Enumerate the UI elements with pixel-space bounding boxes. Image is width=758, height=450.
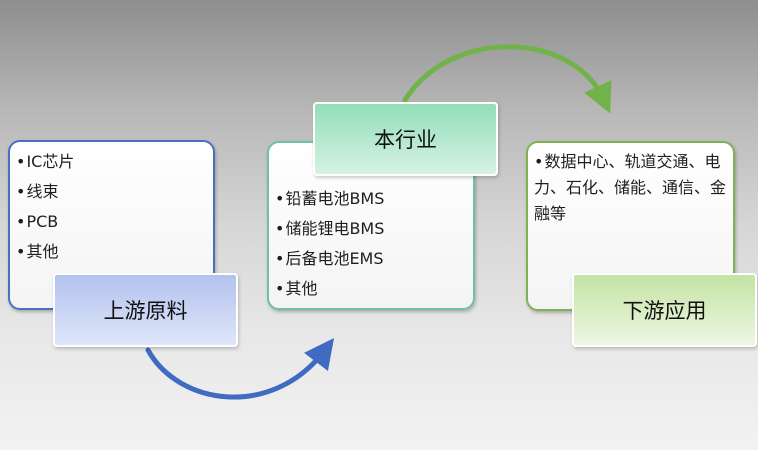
midstream-card: 铅蓄电池BMS 储能锂电BMS 后备电池EMS 其他 <box>267 141 475 310</box>
downstream-description: 数据中心、轨道交通、电力、石化、储能、通信、金融等 <box>534 149 729 227</box>
upstream-title: 上游原料 <box>53 273 238 347</box>
arrow-upstream-to-midstream <box>145 338 335 400</box>
list-item: 后备电池EMS <box>275 244 384 274</box>
list-item: 其他 <box>16 237 74 267</box>
list-item: 线束 <box>16 177 74 207</box>
list-item: 铅蓄电池BMS <box>275 184 384 214</box>
list-item: PCB <box>16 207 74 237</box>
midstream-title: 本行业 <box>313 102 498 176</box>
arrow-midstream-to-downstream <box>402 44 612 114</box>
list-item: 其他 <box>275 274 384 304</box>
list-item: 储能锂电BMS <box>275 214 384 244</box>
downstream-title: 下游应用 <box>572 273 757 347</box>
midstream-item-list: 铅蓄电池BMS 储能锂电BMS 后备电池EMS 其他 <box>275 184 384 304</box>
list-item: IC芯片 <box>16 147 74 177</box>
upstream-item-list: IC芯片 线束 PCB 其他 <box>16 147 74 267</box>
